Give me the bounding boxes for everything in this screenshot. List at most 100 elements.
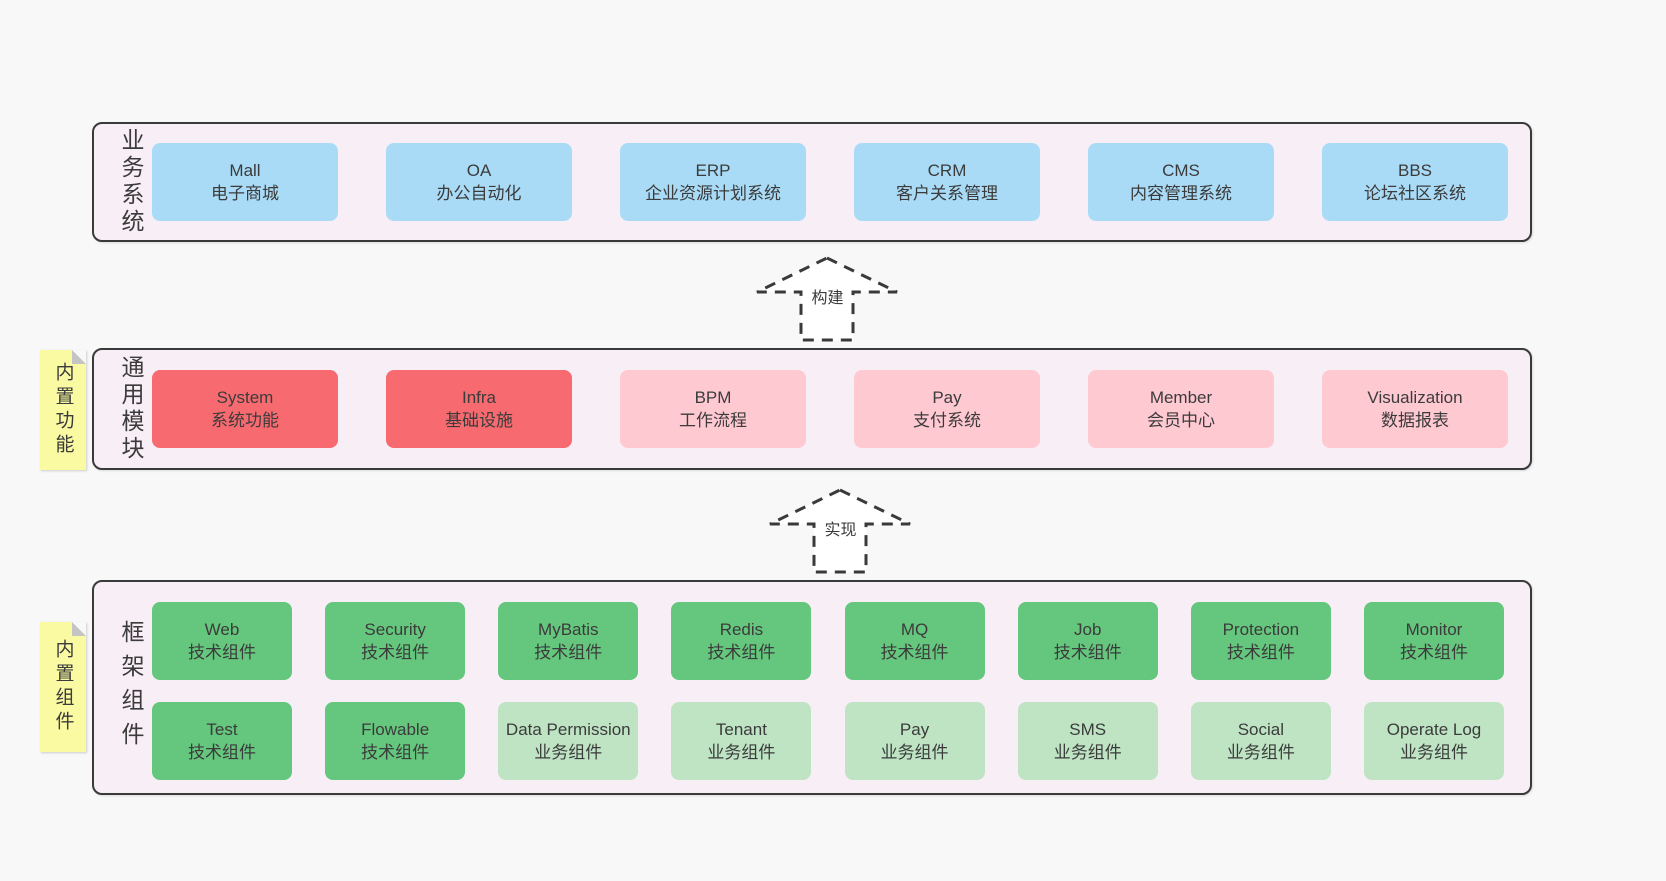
box-security: Security 技术组件 [325, 602, 466, 680]
box-visualization: Visualization 数据报表 [1322, 370, 1508, 448]
box-title: Flowable [361, 719, 430, 739]
box-subtitle: 数据报表 [1381, 411, 1449, 430]
box-crm: CRM 客户关系管理 [854, 143, 1040, 221]
box-subtitle: 客户关系管理 [896, 184, 998, 203]
folded-corner-icon [72, 350, 86, 364]
box-sms: SMS 业务组件 [1017, 702, 1158, 780]
box-subtitle: 业务组件 [880, 743, 949, 762]
folded-corner-icon [72, 622, 86, 636]
box-title: BPM [694, 387, 732, 407]
box-subtitle: 技术组件 [1399, 643, 1468, 662]
box-subtitle: 业务组件 [534, 743, 603, 762]
box-title: MQ [900, 619, 929, 639]
box-title: Security [364, 619, 426, 639]
arrow-label-implement: 实现 [821, 516, 860, 540]
box-subtitle: 技术组件 [361, 743, 430, 762]
box-subtitle: 系统功能 [211, 411, 279, 430]
build-arrow: 构建 [755, 256, 900, 342]
box-title: Test [206, 719, 238, 739]
box-redis: Redis 技术组件 [671, 602, 812, 680]
panel-common-modules: 通用模块 System 系统功能 Infra 基础设施 BPM 工作流程 Pay… [92, 348, 1532, 470]
box-subtitle: 技术组件 [188, 743, 256, 762]
box-bpm: BPM 工作流程 [620, 370, 806, 448]
box-title: BBS [1397, 160, 1433, 180]
box-subtitle: 技术组件 [361, 643, 430, 662]
box-operate-log: Operate Log 业务组件 [1363, 702, 1504, 780]
box-title: Pay [932, 387, 962, 407]
box-title: ERP [695, 160, 731, 180]
box-flowable: Flowable 技术组件 [325, 702, 466, 780]
box-subtitle: 技术组件 [880, 643, 949, 662]
business-systems-row: Mall 电子商城 OA 办公自动化 ERP 企业资源计划系统 CRM 客户关系… [94, 143, 1530, 221]
box-erp: ERP 企业资源计划系统 [620, 143, 806, 221]
box-subtitle: 支付系统 [913, 411, 981, 430]
box-title: Member [1149, 387, 1213, 407]
box-title: Data Permission [505, 719, 631, 739]
box-title: OA [466, 160, 492, 180]
box-title: Tenant [715, 719, 767, 739]
box-tenant: Tenant 业务组件 [671, 702, 812, 780]
panel-framework-components: 框架组件 Web 技术组件 Security 技术组件 MyBatis 技术组件… [92, 580, 1532, 795]
note-built-in-features: 内置功能 [40, 350, 86, 470]
panel-label-common-modules: 通用模块 [118, 355, 144, 463]
arrow-label-build: 构建 [808, 284, 847, 308]
box-subtitle: 技术组件 [707, 643, 776, 662]
box-title: Social [1237, 719, 1284, 739]
box-monitor: Monitor 技术组件 [1363, 602, 1504, 680]
box-pay-component: Pay 业务组件 [844, 702, 985, 780]
box-job: Job 技术组件 [1017, 602, 1158, 680]
note-text: 内置组件 [52, 639, 74, 735]
box-title: Redis [719, 619, 764, 639]
common-modules-row: System 系统功能 Infra 基础设施 BPM 工作流程 Pay 支付系统… [94, 370, 1530, 448]
box-subtitle: 业务组件 [707, 743, 776, 762]
box-subtitle: 业务组件 [1399, 743, 1468, 762]
box-title: Monitor [1405, 619, 1463, 639]
box-mall: Mall 电子商城 [152, 143, 338, 221]
box-title: MyBatis [538, 619, 599, 639]
box-subtitle: 技术组件 [1226, 643, 1295, 662]
box-subtitle: 论坛社区系统 [1364, 184, 1466, 203]
box-subtitle: 电子商城 [211, 184, 279, 203]
box-title: Mall [229, 160, 261, 180]
box-protection: Protection 技术组件 [1190, 602, 1331, 680]
box-mq: MQ 技术组件 [844, 602, 985, 680]
box-subtitle: 基础设施 [445, 411, 513, 430]
box-subtitle: 办公自动化 [436, 184, 522, 203]
box-subtitle: 技术组件 [1053, 643, 1122, 662]
box-data-permission: Data Permission 业务组件 [498, 702, 639, 780]
framework-row-1: Web 技术组件 Security 技术组件 MyBatis 技术组件 Redi… [94, 602, 1530, 680]
box-social: Social 业务组件 [1190, 702, 1331, 780]
box-infra: Infra 基础设施 [386, 370, 572, 448]
box-title: Operate Log [1386, 719, 1482, 739]
box-title: Infra [461, 387, 497, 407]
box-subtitle: 业务组件 [1226, 743, 1295, 762]
box-pay-system: Pay 支付系统 [854, 370, 1040, 448]
box-subtitle: 会员中心 [1147, 411, 1215, 430]
box-web: Web 技术组件 [152, 602, 292, 680]
implement-arrow: 实现 [768, 488, 913, 574]
panel-business-systems: 业务系统 Mall 电子商城 OA 办公自动化 ERP 企业资源计划系统 CRM… [92, 122, 1532, 242]
box-subtitle: 内容管理系统 [1130, 184, 1232, 203]
panel-label-framework-components: 框架组件 [118, 619, 144, 756]
box-oa: OA 办公自动化 [386, 143, 572, 221]
box-mybatis: MyBatis 技术组件 [498, 602, 639, 680]
box-subtitle: 技术组件 [188, 643, 256, 662]
box-subtitle: 企业资源计划系统 [645, 184, 781, 203]
box-system: System 系统功能 [152, 370, 338, 448]
box-title: Protection [1222, 619, 1300, 639]
box-title: Visualization [1367, 387, 1463, 407]
box-title: CRM [927, 160, 967, 180]
box-bbs: BBS 论坛社区系统 [1322, 143, 1508, 221]
box-member: Member 会员中心 [1088, 370, 1274, 448]
box-subtitle: 业务组件 [1053, 743, 1122, 762]
box-title: Pay [899, 719, 930, 739]
note-built-in-components: 内置组件 [40, 622, 86, 752]
box-title: CMS [1162, 160, 1200, 180]
panel-label-business-systems: 业务系统 [118, 128, 144, 236]
box-subtitle: 工作流程 [679, 411, 747, 430]
box-title: Web [204, 619, 240, 639]
box-cms: CMS 内容管理系统 [1088, 143, 1274, 221]
box-title: Job [1073, 619, 1102, 639]
box-title: System [216, 387, 274, 407]
